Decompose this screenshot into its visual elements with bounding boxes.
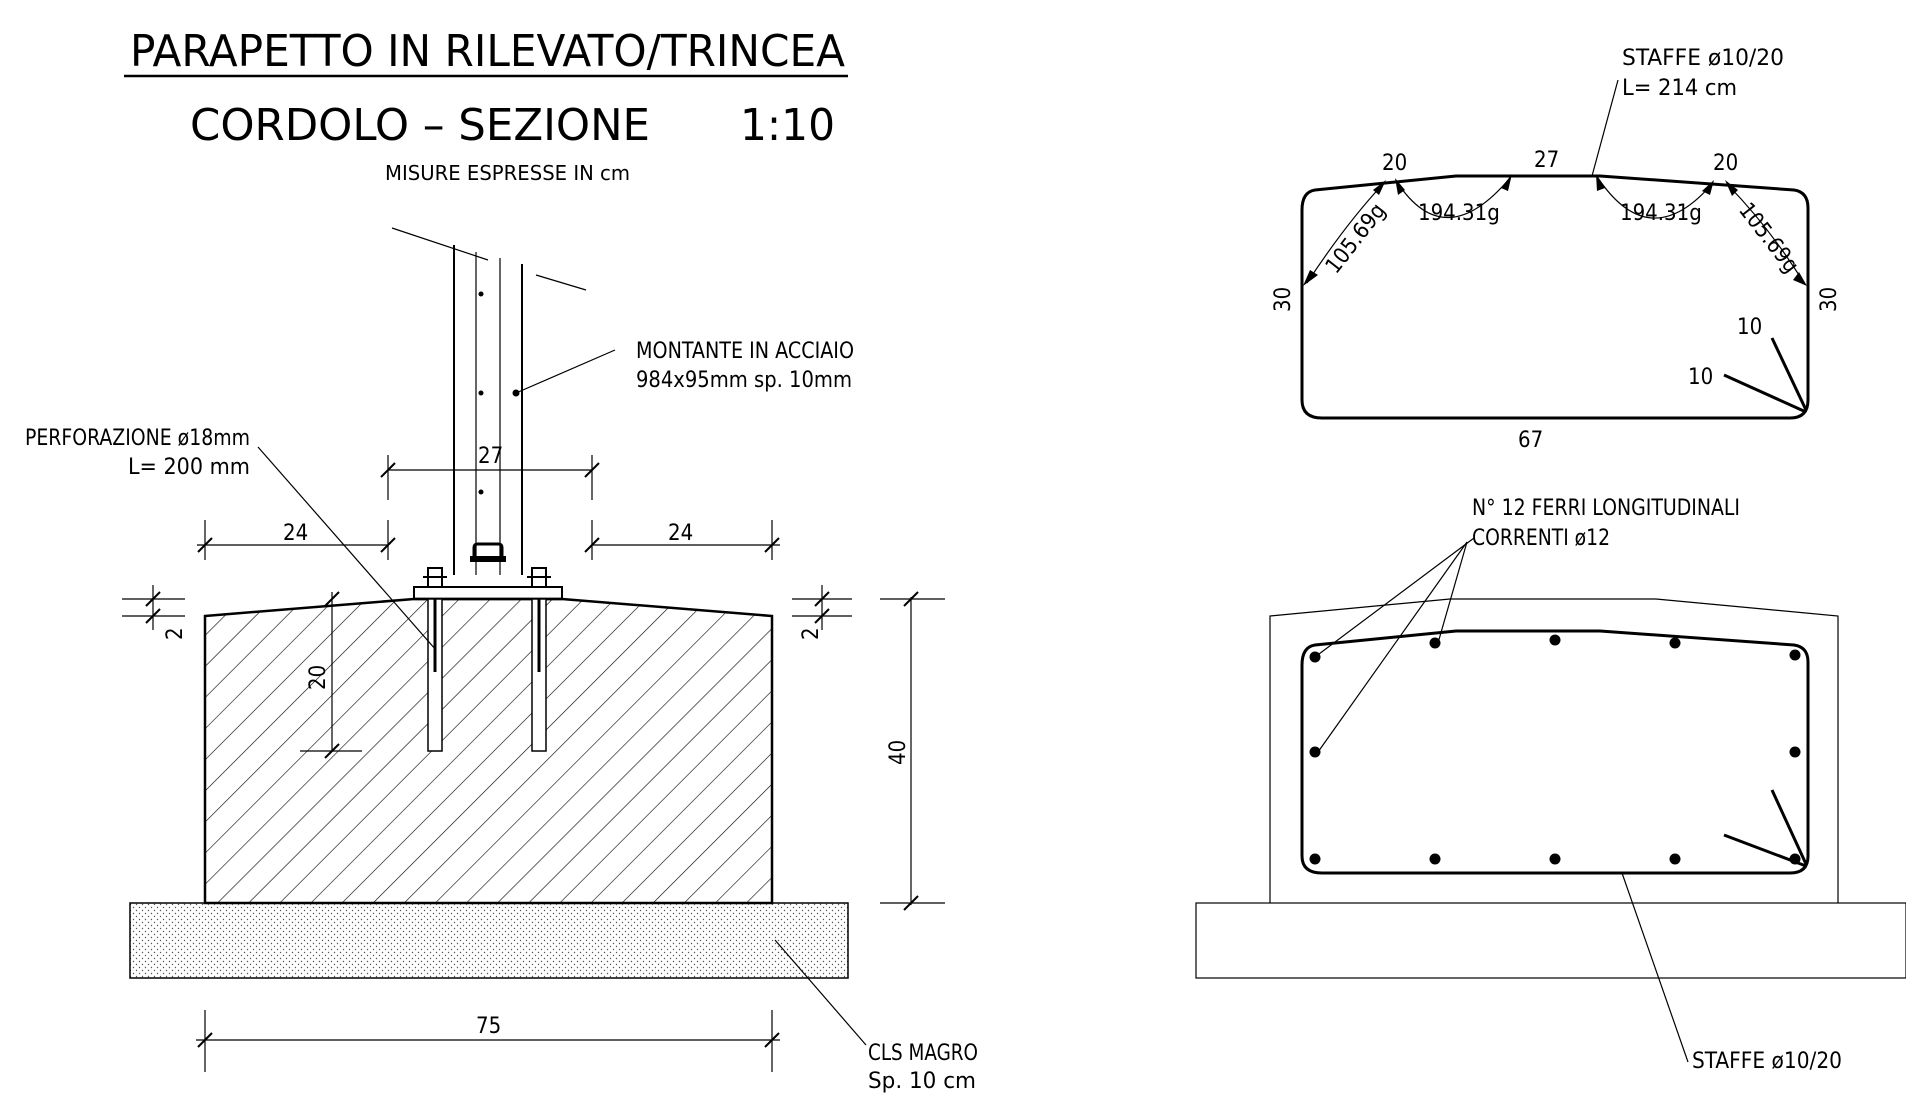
bars-label-2: CORRENTI ø12: [1472, 526, 1610, 551]
svg-text:20: 20: [306, 665, 331, 690]
dim-anchor-depth: 20: [300, 591, 362, 759]
title-scale: 1:10: [740, 100, 835, 151]
dim-top-center: 27: [1534, 148, 1559, 173]
blinding-concrete: [129, 902, 849, 979]
reinforcement-section: N° 12 FERRI LONGITUDINALI CORRENTI ø12 S…: [1195, 496, 1906, 1074]
hook-line-2: [1770, 337, 1808, 411]
bars-label-1: N° 12 FERRI LONGITUDINALI: [1472, 496, 1740, 521]
svg-text:2: 2: [163, 627, 188, 640]
blinding-outline: [1195, 902, 1906, 979]
svg-text:75: 75: [476, 1014, 501, 1039]
anchor-bolts: [427, 598, 547, 752]
svg-text:40: 40: [886, 740, 911, 765]
svg-text:24: 24: [668, 521, 693, 546]
post-leader: [515, 349, 616, 394]
dim-right-height: 30: [1817, 287, 1842, 312]
hook-dim-2: 10: [1688, 365, 1713, 390]
dim-height: 40: [880, 591, 945, 911]
post-label-1: MONTANTE IN ACCIAIO: [636, 339, 854, 364]
dim-left-height: 30: [1271, 287, 1296, 312]
blinding-label-1: CLS MAGRO: [868, 1041, 978, 1066]
title-line-1: PARAPETTO IN RILEVATO/TRINCEA: [130, 26, 845, 77]
stirrup-label-2: L= 214 cm: [1622, 76, 1737, 101]
title-line-2: CORDOLO – SEZIONE: [190, 100, 650, 151]
dim-slope-right: 2: [792, 585, 852, 640]
svg-text:24: 24: [283, 521, 308, 546]
title-block: PARAPETTO IN RILEVATO/TRINCEA CORDOLO – …: [124, 26, 848, 185]
hook-line-1: [1723, 373, 1807, 414]
longitudinal-bars: [1309, 634, 1801, 865]
stirrup-shape: STAFFE ø10/20 L= 214 cm 20 27 20 105.69g…: [1271, 46, 1842, 453]
dim-post-width: 27: [380, 444, 600, 500]
break-line-left: [391, 227, 489, 261]
anchor-nuts: [423, 567, 551, 588]
blinding-leader: [774, 939, 867, 1046]
svg-text:27: 27: [478, 444, 503, 469]
cordolo-section: 27 24 24 2: [25, 227, 978, 1094]
dim-slope-left: 2: [122, 585, 188, 640]
angle-right-inner: 194.31g: [1620, 201, 1702, 226]
angle-left-inner: 194.31g: [1418, 201, 1500, 226]
angle-left-outer: 105.69g: [1321, 199, 1391, 279]
hook-dim-1: 10: [1737, 315, 1762, 340]
reinforcement-stirrup: [1300, 629, 1810, 875]
units-note: MISURE ESPRESSE IN cm: [385, 161, 630, 185]
dim-top-right: 20: [1713, 151, 1738, 176]
concrete-curb: [203, 597, 774, 905]
blinding-label-2: Sp. 10 cm: [868, 1069, 976, 1094]
drill-label-1: PERFORAZIONE ø18mm: [25, 426, 250, 451]
reinforcement-stirrup-label: STAFFE ø10/20: [1692, 1049, 1842, 1074]
drill-leader: [257, 446, 437, 651]
dim-right-offset: 24: [584, 520, 780, 560]
post-label-2: 984x95mm sp. 10mm: [636, 368, 852, 393]
base-plate: [413, 586, 563, 600]
curb-outline: [1269, 598, 1839, 903]
stirrup-label-1: STAFFE ø10/20: [1622, 46, 1784, 71]
dim-left-offset: 24: [197, 520, 396, 560]
break-line-right: [535, 274, 587, 291]
dim-bottom: 67: [1518, 428, 1543, 453]
stirrup-outline: [1300, 174, 1810, 420]
stirrup-leader: [1591, 79, 1619, 177]
dim-top-left: 20: [1382, 151, 1407, 176]
steel-post: [453, 245, 523, 575]
drill-label-2: L= 200 mm: [128, 455, 250, 480]
svg-text:2: 2: [799, 627, 824, 640]
dim-total-width: 75: [196, 1010, 780, 1072]
angle-right-outer: 105.69g: [1733, 198, 1803, 278]
